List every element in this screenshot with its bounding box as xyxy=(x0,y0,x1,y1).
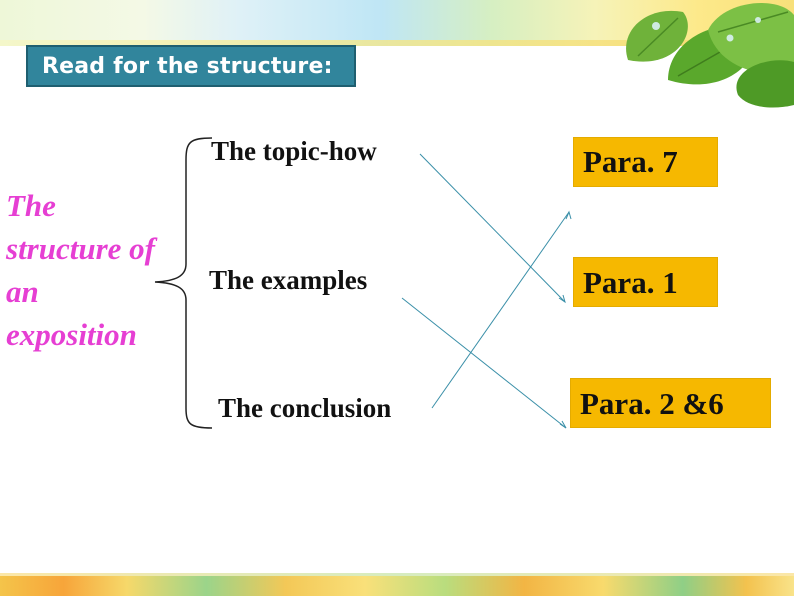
connector-topic-to-para1 xyxy=(419,153,566,303)
leaves-decoration xyxy=(626,2,794,108)
section-title-box: Read for the structure: xyxy=(26,45,356,87)
connector-conclusion-to-para7 xyxy=(431,211,570,409)
bottom-decorative-band xyxy=(0,573,794,596)
para-label-1: Para. 1 xyxy=(583,265,678,300)
item-topic: The topic-how xyxy=(211,136,377,166)
arrowhead-para1 xyxy=(558,294,566,304)
structure-label: The structure of an exposition xyxy=(6,188,155,352)
item-conclusion: The conclusion xyxy=(218,393,392,423)
section-title: Read for the structure: xyxy=(42,53,333,79)
arrowhead-para26 xyxy=(559,420,567,429)
para-box-7: Para. 7 xyxy=(573,137,718,187)
item-examples: The examples xyxy=(209,265,368,295)
para-box-1: Para. 1 xyxy=(573,257,718,307)
arrowhead-para7 xyxy=(565,210,572,220)
para-label-7: Para. 7 xyxy=(583,144,678,179)
para-label-2-6: Para. 2 &6 xyxy=(580,386,724,421)
curly-brace xyxy=(154,137,213,429)
para-box-2-6: Para. 2 &6 xyxy=(570,378,771,428)
connector-examples-to-para26 xyxy=(401,297,567,429)
